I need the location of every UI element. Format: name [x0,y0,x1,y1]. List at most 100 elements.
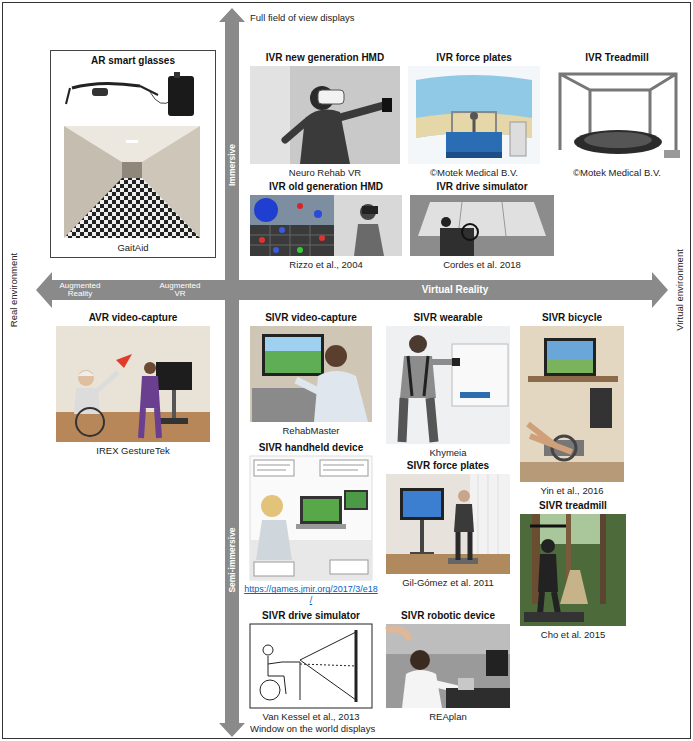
old-hmd-screens-part [354,224,384,256]
hallway-photo-part [126,140,138,143]
rehabmaster-photo-part [265,337,321,373]
drive-simulator-drawing-part [250,624,372,708]
drive-simulator-drawing-part [282,662,300,700]
video-capture-room-photo-part [116,354,132,368]
force-plates-render-part [446,132,502,154]
handheld-device-photo-part [250,456,372,580]
panel-heading: SIVR video-capture [248,312,374,324]
rehabmaster-photo-part [314,371,368,422]
image-source: Cordes et al. 2018 [408,259,556,270]
hmd-user-photo [250,66,400,164]
image-source: Cho et al. 2015 [518,629,628,640]
handheld-device-photo-part [344,490,368,510]
horizontal-axis-arrow [36,272,668,308]
robotic-device-photo-part [410,650,430,670]
drive-simulator-photo-part [440,228,474,256]
rehabmaster-photo [250,326,372,422]
axis-end-label: Virtual environment [675,249,685,331]
treadmill-forest-photo-part [600,514,606,604]
robotic-device-photo-part [402,670,442,708]
robotic-device-photo-part [386,624,510,708]
image-source: RehabMaster [248,425,374,436]
old-hmd-screens-part [250,225,334,256]
treadmill-forest-photo-part [538,554,558,592]
axis-end-label: Full field of view displays [250,13,355,23]
video-capture-room-photo-part [160,418,188,424]
video-capture-room-photo-part [78,370,94,386]
hallway-photo-part [64,126,200,162]
axis-end-label: Window on the world displays [250,724,375,734]
old-hmd-screens-part [250,195,334,225]
image-source: Gil-Gómez et al. 2011 [384,577,512,588]
drive-simulator-drawing [250,624,372,708]
figure-panel: SIVR drive simulatorVan Kessel et al., 2… [248,610,374,722]
smart-glasses-photo-part [72,83,140,88]
image-source: ©Motek Medical B.V. [546,167,688,178]
old-hmd-screens [250,195,402,256]
force-plates-photo-part [470,474,510,554]
treadmill-forest-photo [520,514,626,626]
panel-heading: SIVR wearable [384,312,512,324]
handheld-device-photo-part [261,495,283,517]
video-capture-room-photo-part [78,371,94,376]
wearable-photo-part [452,344,508,406]
image-source: GaitAid [51,242,215,253]
wearable-photo-part [400,356,436,398]
bicycle-photo-part [547,341,593,373]
hmd-user-photo-part [285,122,306,140]
old-hmd-screens-part [259,237,265,243]
figure-panel: IVR new generation HMDNeuro Rehab VR [248,52,402,178]
drive-simulator-drawing-part [300,664,356,666]
treadmill-forest-photo-part [560,570,588,604]
smart-glasses-photo-part [92,88,108,96]
hallway-photo-part [122,162,142,178]
force-plates-photo-part [478,474,498,554]
panel-heading: SIVR handheld device [244,442,378,454]
panel-heading: IVR force plates [406,52,542,64]
video-capture-room-photo-part [96,372,118,392]
force-plates-render-part [473,120,476,132]
treadmill-render-part [574,130,662,154]
panel-heading: IVR Treadmill [546,52,688,64]
hmd-user-photo-part [250,66,400,164]
bicycle-photo-part [520,462,624,482]
figure-panel: AVR video-captureIREX GestureTek [52,312,214,456]
handheld-device-photo-part [330,560,368,574]
figure-panel: SIVR robotic deviceREAplan [384,610,512,722]
figure-panel: IVR drive simulatorCordes et al. 2018 [408,181,556,270]
figure-panel: IVR old generation HMDRizzo et al., 2004 [248,181,404,270]
treadmill-forest-photo-part [520,514,626,626]
drive-simulator-drawing-part [263,645,273,655]
force-plates-photo-part [454,504,474,532]
robotic-device-photo-part [486,650,508,676]
force-plates-photo-part [386,554,510,574]
rehabmaster-photo-part [265,337,321,351]
old-hmd-screens-part [279,227,285,233]
figure-panel: IVR force plates©Motek Medical B.V. [406,52,542,178]
video-capture-room-photo-part [76,408,104,436]
force-plates-photo-part [386,474,510,574]
hallway-photo [64,126,200,238]
video-capture-room-photo-part [141,408,159,438]
figure-border [3,3,691,739]
image-source: Neuro Rehab VR [248,167,402,178]
force-plates-render-part [446,152,502,158]
video-capture-room-photo-part [172,390,176,420]
smart-glasses-photo-part [174,72,180,78]
bicycle-photo-part [544,338,596,376]
force-plates-render-part [408,66,540,164]
robotic-device-photo-part [386,629,410,640]
hallway-photo-part [64,126,200,238]
axis-end-label: Real environment [9,253,19,327]
wearable-photo-part [409,335,427,353]
treadmill-render-part [548,66,686,164]
bicycle-photo-part [547,360,593,373]
image-source: IREX GestureTek [52,445,214,456]
robotic-device-photo [386,624,510,708]
panel-box: AR smart glassesGaitAid [50,50,216,258]
hmd-user-photo-part [338,105,385,118]
panel-heading: SIVR force plates [384,460,512,472]
figure-panel: SIVR treadmillCho et al. 2015 [518,500,628,640]
bicycle-photo-part [590,388,612,428]
wearable-photo [386,326,510,444]
